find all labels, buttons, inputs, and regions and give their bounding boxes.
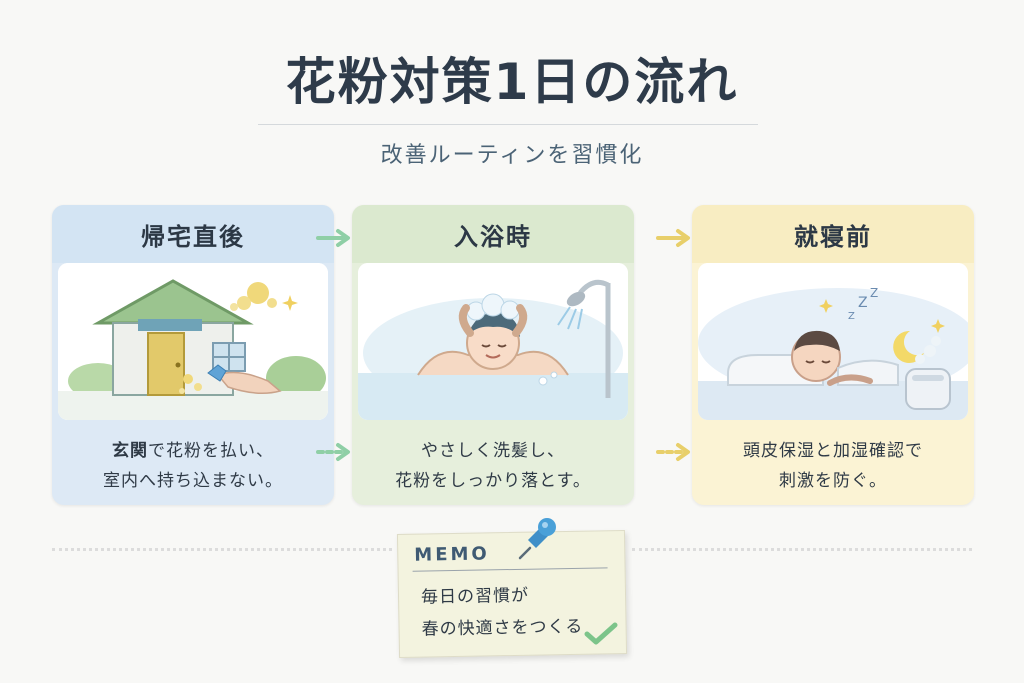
svg-text:Z: Z — [858, 295, 868, 311]
highlight-keyword: 玄関 — [112, 441, 148, 461]
step-text-line1: やさしく洗髪し、 — [421, 441, 565, 461]
step-description: 頭皮保湿と加湿確認で 刺激を防ぐ。 — [692, 427, 974, 505]
arrow-right-icon — [316, 228, 356, 248]
svg-text:Z: Z — [848, 311, 855, 322]
step-text-line2: 花粉をしっかり落とす。 — [395, 471, 591, 491]
memo-line1: 毎日の習慣が — [420, 585, 530, 608]
arrow-right-icon — [316, 442, 356, 462]
step-description: やさしく洗髪し、 花粉をしっかり落とす。 — [352, 427, 634, 505]
title-divider — [258, 124, 758, 125]
svg-text:Z: Z — [870, 286, 878, 300]
step-card-before-bed: 就寝前 Z Z Z 頭皮保湿と加湿確認で 刺激を防ぐ。 — [692, 205, 974, 505]
pushpin-icon — [516, 514, 562, 560]
page-title: 花粉対策1日の流れ — [285, 53, 739, 111]
arrow-right-icon — [656, 442, 696, 462]
memo-divider — [412, 567, 608, 572]
step-heading: 帰宅直後 — [52, 205, 334, 263]
arrow-right-icon — [656, 228, 696, 248]
step-heading: 就寝前 — [692, 205, 974, 263]
dotted-divider-left — [52, 548, 392, 551]
sleeping-illustration: Z Z Z — [698, 263, 968, 420]
memo-title: MEMO — [414, 543, 490, 566]
step-text-line2: 室内へ持ち込まない。 — [103, 471, 283, 491]
step-card-bath-time: 入浴時 やさしく洗髪し、 花粉をしっか — [352, 205, 634, 505]
step-heading: 入浴時 — [352, 205, 634, 263]
step-text-line1: 頭皮保湿と加湿確認で — [743, 441, 923, 461]
step-description: 玄関で花粉を払い、 室内へ持ち込まない。 — [52, 427, 334, 505]
memo-line2: 春の快適さをつくる — [421, 616, 584, 640]
step-card-after-coming-home: 帰宅直後 玄関で花粉を払い、 室内へ持 — [52, 205, 334, 505]
step-text-line2: 刺激を防ぐ。 — [779, 471, 887, 491]
step-text-line1: で花粉を払い、 — [148, 441, 274, 461]
page-subtitle: 改善ルーティンを習慣化 — [380, 143, 644, 168]
house-entrance-illustration — [58, 263, 328, 420]
dotted-divider-right — [632, 548, 972, 551]
checkmark-icon — [584, 622, 618, 646]
hair-washing-illustration — [358, 263, 628, 420]
